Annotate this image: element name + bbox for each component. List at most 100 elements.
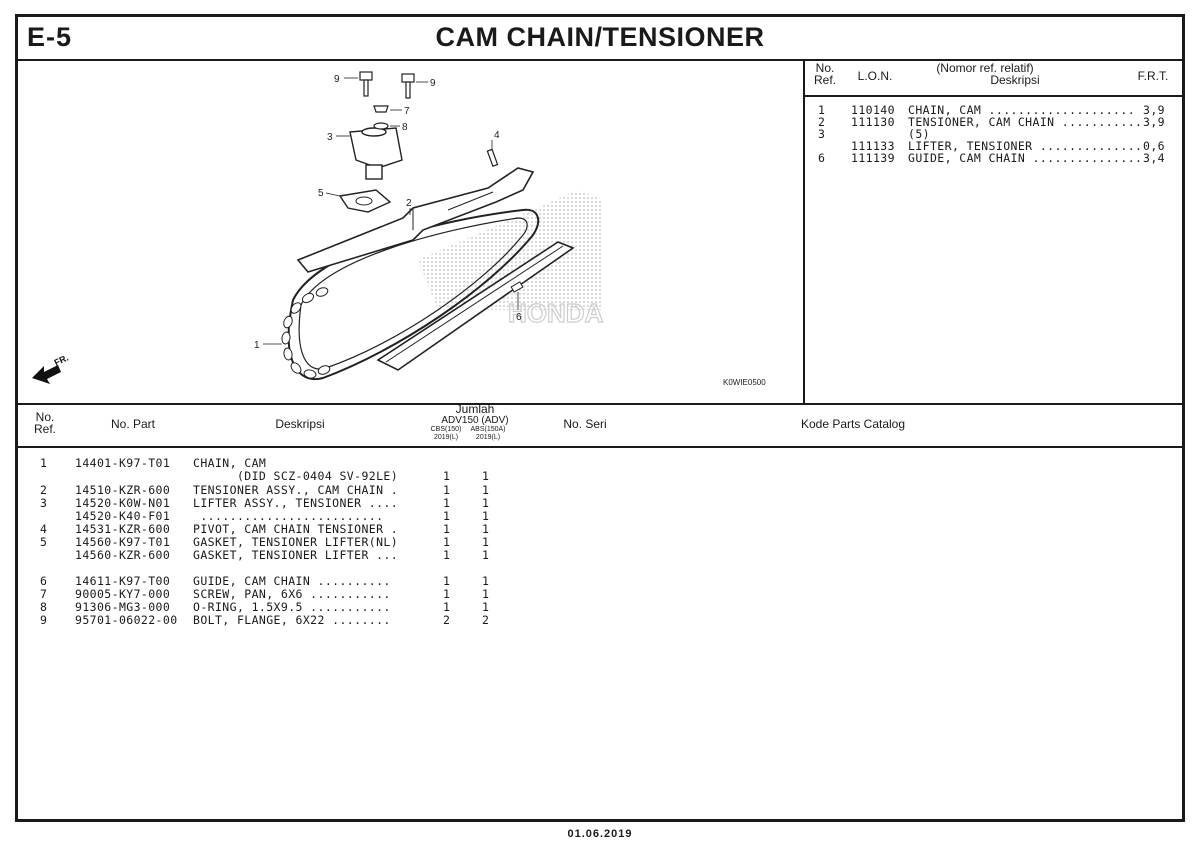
part-row-qty-abs: 1 — [482, 496, 490, 510]
lon-col-desc: (Nomor ref. relatif) Deskripsi — [936, 61, 1040, 87]
part-row-qty-cbs: 1 — [443, 509, 451, 523]
part-row-desc: CHAIN, CAM — [193, 456, 267, 470]
part-row-ref: 6 — [40, 574, 48, 588]
lon-row-frt: 3,4 — [1143, 151, 1165, 165]
part-row-qty-cbs: 1 — [443, 587, 451, 601]
part-row-desc: GASKET, TENSIONER LIFTER ... — [193, 548, 399, 562]
svg-text:HONDA: HONDA — [508, 298, 604, 328]
callout-9b: 9 — [430, 78, 436, 89]
table-header-bottom-divider — [18, 446, 1182, 448]
part-row-number: 14520-K40-F01 — [75, 509, 171, 523]
part-row-number: 14560-K97-T01 — [75, 535, 171, 549]
part-row-ref: 3 — [40, 496, 48, 510]
tensioner-guide — [296, 167, 535, 273]
lon-row-desc: (5) — [908, 128, 930, 141]
svg-text:FR.: FR. — [53, 353, 70, 368]
part-row-qty-cbs: 1 — [443, 522, 451, 536]
section-code: E-5 — [27, 22, 73, 52]
part-row-qty-cbs: 1 — [443, 574, 451, 588]
part-row-ref: 1 — [40, 456, 48, 470]
lon-row-ref: 1 — [818, 103, 826, 117]
part-row-qty-cbs: 1 — [443, 535, 451, 549]
callout-2: 2 — [406, 198, 412, 209]
col-part-number: No. Part — [110, 417, 155, 431]
lon-row-desc: TENSIONER, CAM CHAIN ........... — [908, 116, 1143, 129]
tensioner-lifter — [349, 127, 403, 180]
part-row-qty-abs: 1 — [482, 535, 490, 549]
flange-bolts — [359, 71, 415, 99]
part-row-ref: 4 — [40, 522, 48, 536]
part-row-qty-cbs: 1 — [443, 469, 451, 483]
part-row-number: 14401-K97-T01 — [75, 456, 171, 470]
chain-guide — [376, 241, 575, 371]
col-qty-model: ADV150 (ADV) — [441, 415, 509, 426]
part-row-ref: 5 — [40, 535, 48, 549]
part-row-desc: SCREW, PAN, 6X6 ........... — [193, 587, 391, 601]
part-row-ref: 7 — [40, 587, 48, 601]
lon-row-ref: 3 — [818, 127, 826, 141]
part-row-desc: O-RING, 1.5X9.5 ........... — [193, 600, 391, 614]
col-qty-variant-abs: ABS(150A) 2019(L) — [470, 426, 506, 441]
part-row-desc: BOLT, FLANGE, 6X22 ........ — [193, 613, 391, 627]
lon-row-frt: 3,9 — [1143, 103, 1165, 117]
page-title: CAM CHAIN/TENSIONER — [435, 22, 765, 52]
o-ring — [373, 122, 389, 130]
lon-row-ref: 2 — [818, 115, 826, 129]
part-row-ref: 9 — [40, 613, 48, 627]
part-row-qty-abs: 1 — [482, 600, 490, 614]
part-row-number: 95701-06022-00 — [75, 613, 178, 627]
part-row-desc: TENSIONER ASSY., CAM CHAIN . — [193, 483, 399, 497]
part-row-qty-abs: 1 — [482, 483, 490, 497]
callout-3: 3 — [327, 132, 333, 143]
lon-row-desc: CHAIN, CAM .................... — [908, 104, 1136, 117]
col-description: Deskripsi — [275, 417, 325, 431]
part-row-number: 14531-KZR-600 — [75, 522, 171, 536]
part-row-desc: PIVOT, CAM CHAIN TENSIONER . — [193, 522, 399, 536]
part-row-qty-cbs: 1 — [443, 548, 451, 562]
part-row-ref: 8 — [40, 600, 48, 614]
lon-row-desc: GUIDE, CAM CHAIN ............... — [908, 152, 1143, 165]
part-row-number: 14560-KZR-600 — [75, 548, 171, 562]
table-header-top-divider — [18, 403, 1182, 405]
part-row-desc: ......................... — [193, 509, 384, 523]
part-row-qty-cbs: 2 — [443, 613, 451, 627]
part-row-qty-abs: 1 — [482, 509, 490, 523]
part-row-desc: (DID SCZ-0404 SV-92LE) — [193, 469, 399, 483]
diagram-code: K0WIE0500 — [723, 378, 766, 387]
lon-panel-divider — [803, 59, 805, 403]
lon-row-frt: 0,6 — [1143, 139, 1165, 153]
callout-labels: 9 9 7 8 3 5 4 2 1 6 — [254, 74, 522, 351]
col-no-ref: No. Ref. — [33, 410, 56, 436]
lon-header-divider — [803, 95, 1182, 97]
part-row-number: 90005-KY7-000 — [75, 587, 171, 601]
part-row-desc: GASKET, TENSIONER LIFTER(NL) — [193, 535, 399, 549]
tensioner-pivot — [486, 148, 499, 167]
lon-row-lon: 110140 — [851, 103, 895, 117]
part-row-number: 14520-K0W-N01 — [75, 496, 171, 510]
part-row-qty-abs: 1 — [482, 522, 490, 536]
col-qty-variant-cbs: CBS(150) 2019(L) — [430, 426, 462, 441]
col-serial: No. Seri — [563, 417, 607, 431]
footer-date: 01.06.2019 — [567, 828, 633, 840]
lon-row-frt: 3,9 — [1143, 115, 1165, 129]
callout-5: 5 — [318, 188, 324, 199]
part-row-ref: 2 — [40, 483, 48, 497]
callout-7: 7 — [404, 106, 410, 117]
part-row-number: 91306-MG3-000 — [75, 600, 171, 614]
header-divider — [18, 59, 1182, 61]
callout-4: 4 — [494, 130, 500, 141]
callout-6: 6 — [516, 312, 522, 323]
lon-col-lon: L.O.N. — [857, 69, 893, 83]
cam-chain-illustration: HONDA — [32, 71, 604, 384]
lon-col-no-ref: No. Ref. — [813, 61, 836, 87]
lon-row-lon: 111130 — [851, 115, 895, 129]
callout-9a: 9 — [334, 74, 340, 85]
callout-8: 8 — [402, 122, 408, 133]
part-row-qty-abs: 1 — [482, 548, 490, 562]
part-row-qty-abs: 1 — [482, 469, 490, 483]
part-row-qty-cbs: 1 — [443, 483, 451, 497]
part-row-desc: GUIDE, CAM CHAIN .......... — [193, 574, 391, 588]
part-row-qty-cbs: 1 — [443, 496, 451, 510]
col-catalog: Kode Parts Catalog — [800, 417, 906, 431]
front-direction-arrow: FR. — [32, 353, 70, 384]
